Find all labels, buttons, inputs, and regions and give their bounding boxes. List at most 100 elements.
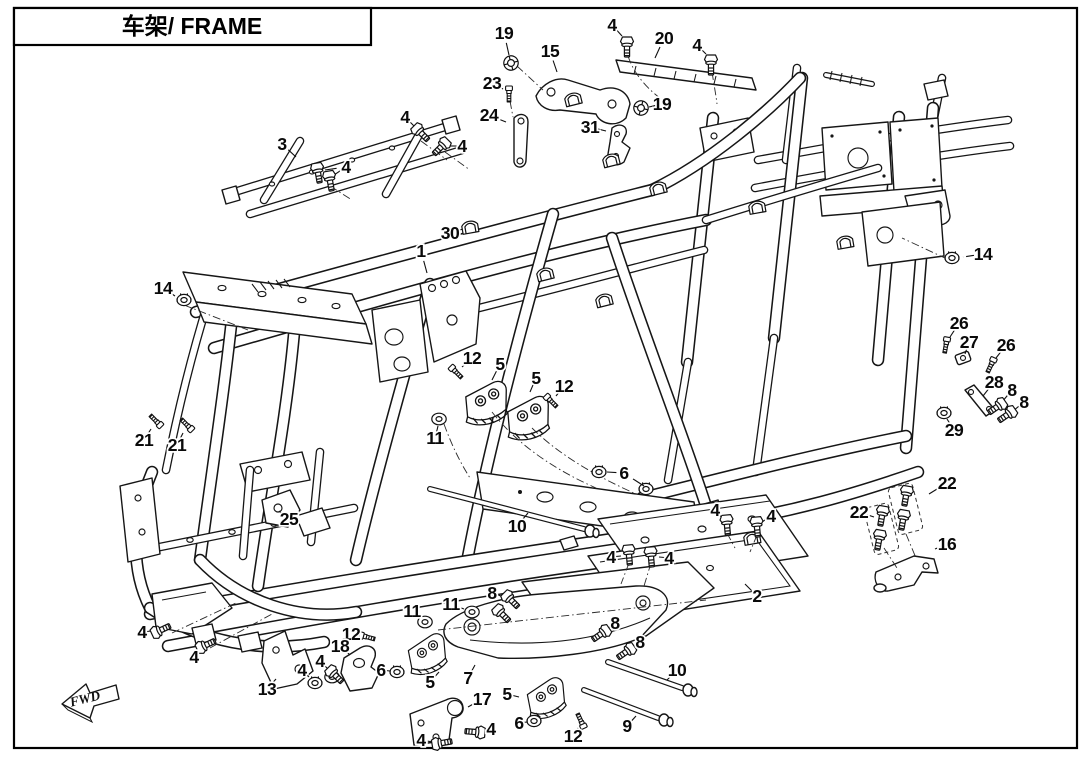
callout-8: 8 bbox=[1019, 392, 1029, 412]
leader-line bbox=[287, 149, 297, 158]
title-block: 车架/ FRAME bbox=[12, 6, 373, 47]
callout-20: 20 bbox=[655, 28, 674, 48]
leader-line bbox=[995, 350, 1002, 359]
leader-line bbox=[666, 674, 673, 681]
callout-5: 5 bbox=[495, 354, 505, 374]
leader-line bbox=[654, 46, 661, 59]
callout-15: 15 bbox=[541, 41, 560, 61]
callout-4: 4 bbox=[315, 651, 325, 671]
leader-line bbox=[146, 428, 152, 436]
bolt-icon bbox=[619, 36, 635, 58]
rack-part3 bbox=[221, 115, 467, 219]
leader-line bbox=[962, 254, 975, 258]
nut-icon bbox=[176, 292, 192, 307]
callout-4: 4 bbox=[607, 15, 617, 35]
callout-3: 3 bbox=[277, 134, 287, 154]
leader-line bbox=[928, 487, 940, 495]
bottom-parts bbox=[261, 630, 698, 746]
leader-line bbox=[606, 471, 617, 474]
callout-10: 10 bbox=[668, 660, 687, 680]
leader-line bbox=[744, 583, 752, 591]
leader-line bbox=[168, 291, 176, 297]
leader-line bbox=[491, 370, 497, 381]
screw-icon bbox=[505, 85, 513, 103]
screw-icon bbox=[357, 631, 377, 643]
nut-icon bbox=[307, 675, 323, 690]
part1-bracket bbox=[371, 270, 481, 383]
callout-4: 4 bbox=[457, 136, 467, 156]
leader-line bbox=[270, 678, 277, 685]
leader-line bbox=[456, 605, 465, 610]
nut-icon bbox=[936, 405, 952, 420]
leader-line bbox=[934, 545, 942, 550]
leader-line bbox=[982, 387, 990, 397]
callout-4: 4 bbox=[341, 157, 351, 177]
leader-line bbox=[467, 702, 476, 708]
rear-plates bbox=[819, 117, 951, 267]
callout-4: 4 bbox=[416, 730, 426, 750]
callout-4: 4 bbox=[710, 500, 720, 520]
leader-line bbox=[324, 167, 337, 171]
callout-19: 19 bbox=[495, 23, 514, 43]
callout-2: 2 bbox=[752, 586, 762, 606]
callout-12: 12 bbox=[463, 348, 482, 368]
leader-line bbox=[529, 384, 534, 393]
screw-icon bbox=[447, 363, 465, 381]
leader-line bbox=[470, 664, 476, 673]
leader-line bbox=[700, 48, 707, 55]
leader-line bbox=[344, 649, 351, 656]
cap-icon bbox=[501, 53, 521, 73]
leader-line bbox=[865, 513, 875, 518]
leader-line bbox=[433, 671, 440, 678]
leader-line bbox=[408, 120, 415, 127]
nut-icon bbox=[944, 250, 960, 265]
page-title: 车架/ FRAME bbox=[122, 13, 263, 39]
nut-icon bbox=[591, 464, 607, 479]
callout-17: 17 bbox=[473, 689, 491, 709]
callout-8: 8 bbox=[1007, 380, 1017, 400]
callout-14: 14 bbox=[154, 278, 173, 298]
callout-4: 4 bbox=[664, 548, 674, 568]
callout-23: 23 bbox=[483, 73, 502, 93]
leader-line bbox=[304, 672, 310, 678]
leader-line bbox=[385, 669, 391, 672]
callout-16: 16 bbox=[938, 534, 957, 554]
bolt-icon bbox=[463, 724, 487, 740]
leader-line bbox=[521, 512, 529, 521]
callout-1: 1 bbox=[416, 241, 426, 261]
callout-19: 19 bbox=[653, 94, 672, 114]
leader-line bbox=[658, 556, 665, 559]
callout-11: 11 bbox=[442, 594, 460, 614]
leader-line bbox=[574, 727, 579, 733]
leader-line bbox=[414, 613, 420, 618]
callout-6: 6 bbox=[514, 713, 524, 733]
leader-line bbox=[555, 390, 561, 397]
callout-11: 11 bbox=[403, 601, 421, 621]
page-border bbox=[12, 6, 1079, 750]
callout-21: 21 bbox=[135, 430, 154, 450]
callout-5: 5 bbox=[531, 368, 541, 388]
leader-line bbox=[949, 329, 956, 338]
callout-4: 4 bbox=[189, 647, 199, 667]
callout-21: 21 bbox=[168, 435, 187, 455]
callout-5: 5 bbox=[425, 672, 435, 692]
washer-icon bbox=[464, 605, 480, 619]
washer-icon bbox=[431, 412, 447, 426]
leader-line bbox=[496, 85, 504, 90]
callout-14: 14 bbox=[974, 244, 993, 264]
callout-11: 11 bbox=[426, 428, 444, 448]
leader-line bbox=[512, 694, 520, 698]
callout-18: 18 bbox=[331, 636, 350, 656]
callout-5: 5 bbox=[502, 684, 512, 704]
leader-line bbox=[964, 347, 968, 355]
fwd-arrow: FWD bbox=[61, 683, 120, 724]
leader-line bbox=[496, 117, 507, 123]
callout-4: 4 bbox=[400, 107, 410, 127]
screw-icon bbox=[940, 335, 952, 355]
screw-icon bbox=[983, 355, 999, 375]
callout-8: 8 bbox=[610, 613, 620, 633]
front-frame-structure bbox=[119, 271, 373, 653]
callout-26: 26 bbox=[997, 335, 1016, 355]
callout-4: 4 bbox=[486, 719, 496, 739]
